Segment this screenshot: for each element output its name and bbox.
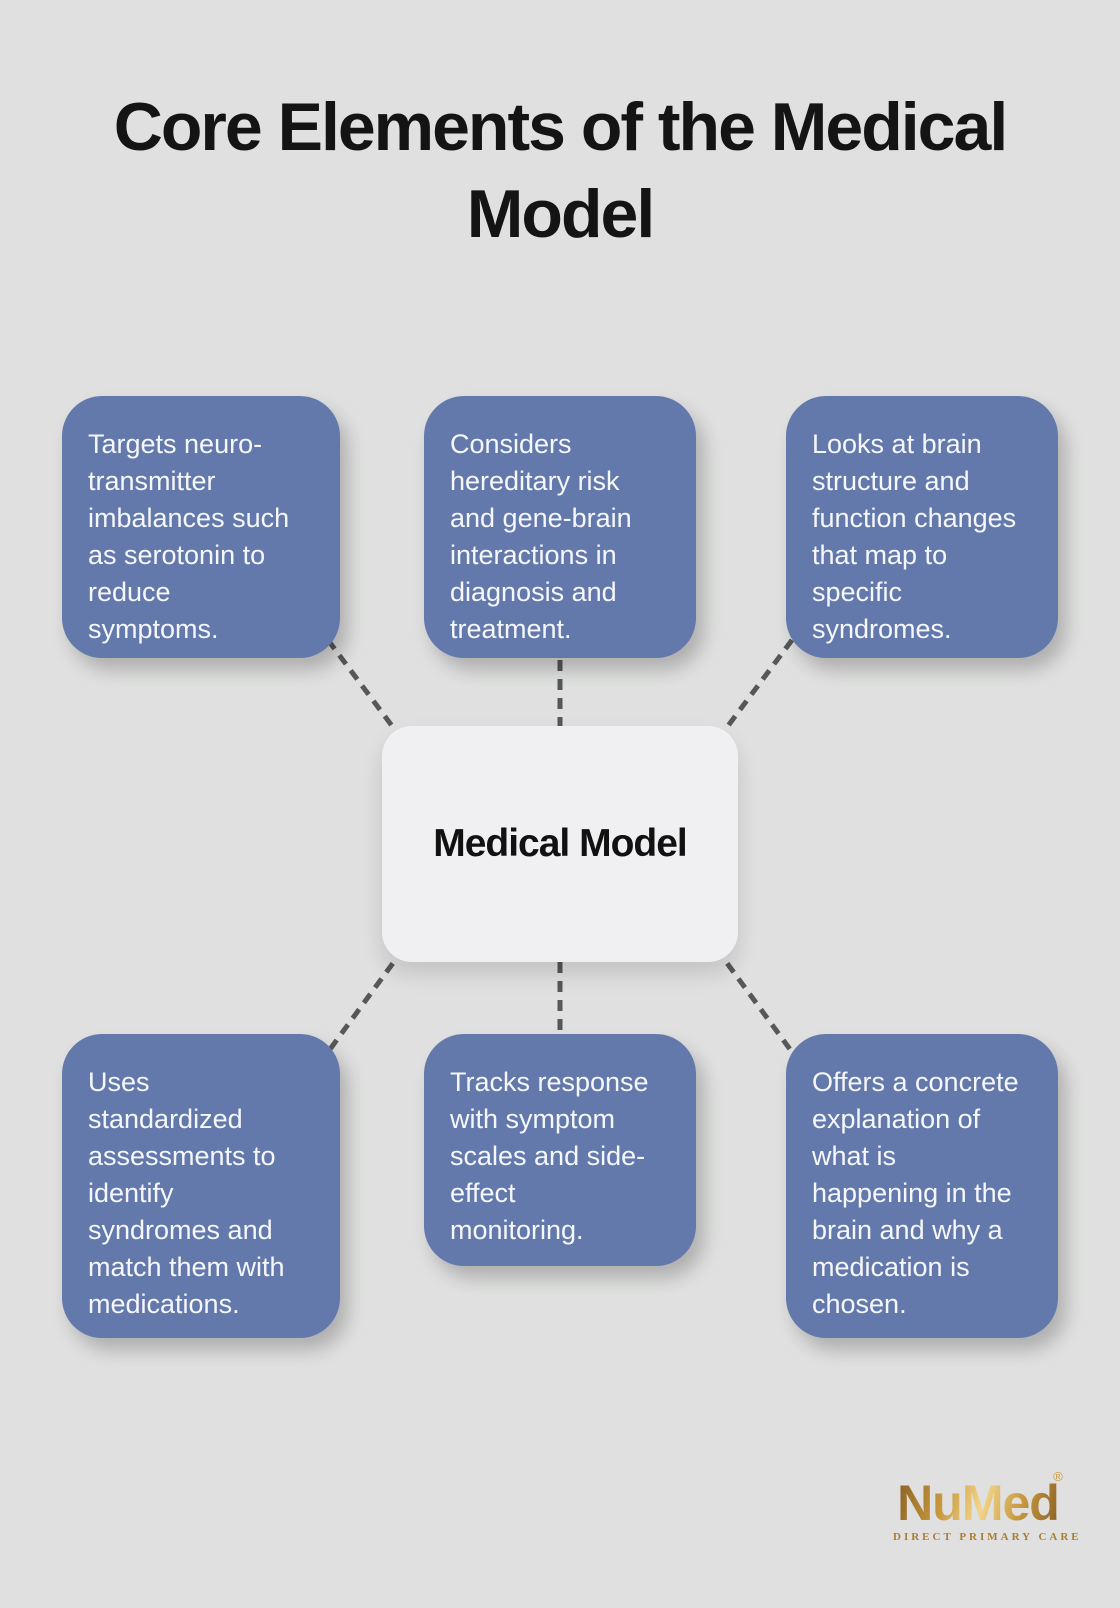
connector-top-right — [713, 638, 795, 744]
numed-wordmark: NuMed — [897, 1475, 1060, 1531]
node-hereditary-risk-text: Considers hereditary risk and gene-brain… — [450, 429, 632, 644]
registered-trademark-icon: ® — [1053, 1469, 1063, 1484]
center-node-label: Medical Model — [433, 822, 688, 865]
node-standardized-assessments-text: Uses standardized assessments to identif… — [88, 1067, 285, 1319]
node-tracks-response-text: Tracks response with symptom scales and … — [450, 1067, 649, 1245]
logo-tagline: DIRECT PRIMARY CARE — [893, 1531, 1082, 1543]
numed-wordmark-row: NuMed ® — [897, 1470, 1063, 1531]
node-concrete-explanation-text: Offers a concrete explanation of what is… — [812, 1067, 1019, 1319]
center-node-medical-model: Medical Model — [382, 726, 738, 962]
connector-bottom-right — [713, 946, 795, 1054]
connector-bottom-left — [325, 946, 407, 1054]
connector-top-left — [325, 638, 407, 744]
node-standardized-assessments: Uses standardized assessments to identif… — [62, 1034, 340, 1338]
page-title: Core Elements of the Medical Model — [113, 89, 1008, 253]
node-neurotransmitter: Targets neuro- transmitter imbalances su… — [62, 396, 340, 658]
node-brain-structure-text: Looks at brain structure and function ch… — [812, 429, 1017, 644]
node-brain-structure: Looks at brain structure and function ch… — [786, 396, 1058, 658]
node-hereditary-risk: Considers hereditary risk and gene-brain… — [424, 396, 696, 658]
numed-logo: NuMed ® DIRECT PRIMARY CARE — [893, 1470, 1082, 1543]
node-tracks-response: Tracks response with symptom scales and … — [424, 1034, 696, 1266]
node-neurotransmitter-text: Targets neuro- transmitter imbalances su… — [88, 429, 290, 644]
node-concrete-explanation: Offers a concrete explanation of what is… — [786, 1034, 1058, 1338]
